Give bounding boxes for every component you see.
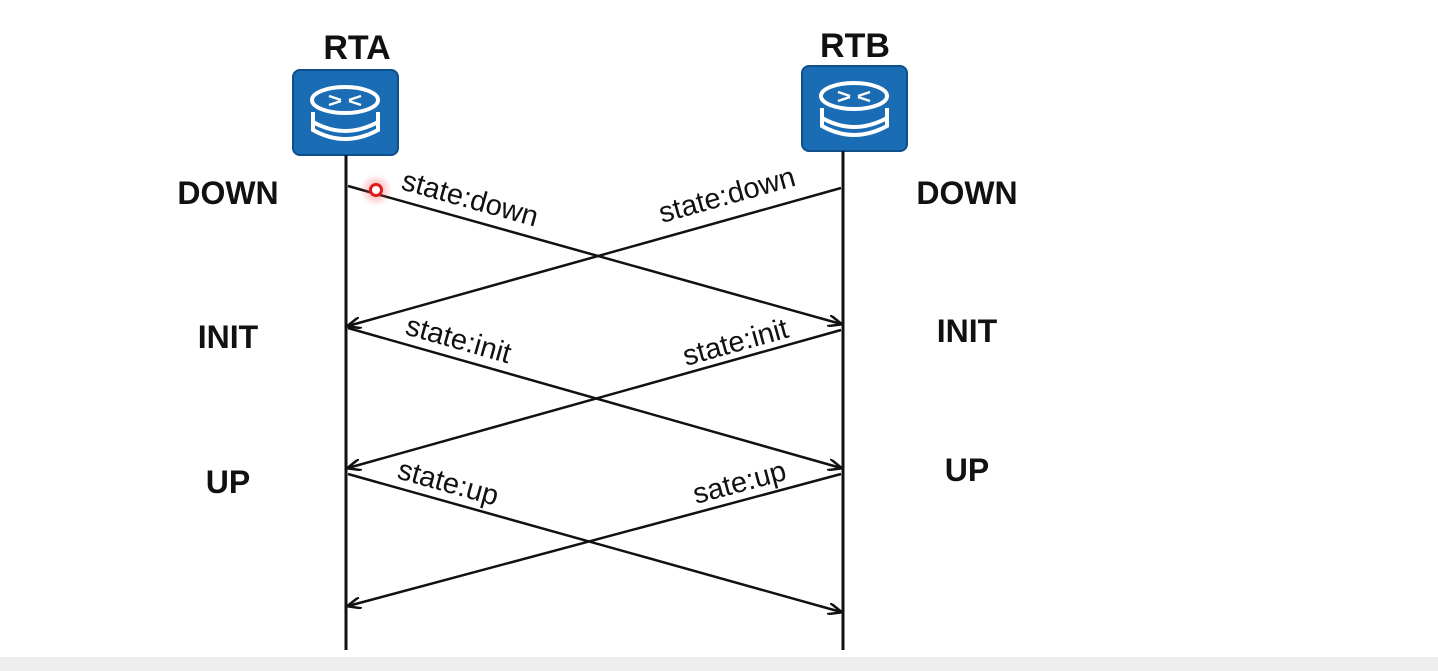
state-label-right-down: DOWN	[916, 175, 1017, 211]
node-title-rta: RTA	[323, 29, 390, 67]
router-icon	[292, 69, 399, 156]
message-arrow-rta-to-rtb-down	[347, 184, 841, 324]
state-label-left-init: INIT	[198, 319, 259, 355]
sequence-diagram: RTA RTB	[177, 27, 1018, 650]
message-label-rta-down: state:down	[398, 165, 542, 234]
pointer-highlight	[360, 174, 392, 206]
state-label-left-up: UP	[206, 464, 250, 500]
message-arrow-rta-to-rtb-up	[347, 472, 841, 612]
message-label-rtb-init: state:init	[679, 313, 792, 373]
node-title-rtb: RTB	[820, 27, 890, 65]
message-label-rta-up: state:up	[394, 454, 502, 513]
message-arrow-rtb-to-rta-init	[348, 328, 842, 468]
state-label-left-down: DOWN	[177, 175, 278, 211]
message-arrow-rtb-to-rta-up	[348, 472, 842, 606]
message-label-rta-init: state:init	[402, 310, 515, 370]
state-label-right-init: INIT	[937, 313, 998, 349]
message-arrow-rtb-to-rta-down	[348, 186, 842, 326]
state-label-right-up: UP	[945, 452, 989, 488]
bottom-bar	[0, 657, 1438, 671]
router-icon	[801, 65, 908, 152]
